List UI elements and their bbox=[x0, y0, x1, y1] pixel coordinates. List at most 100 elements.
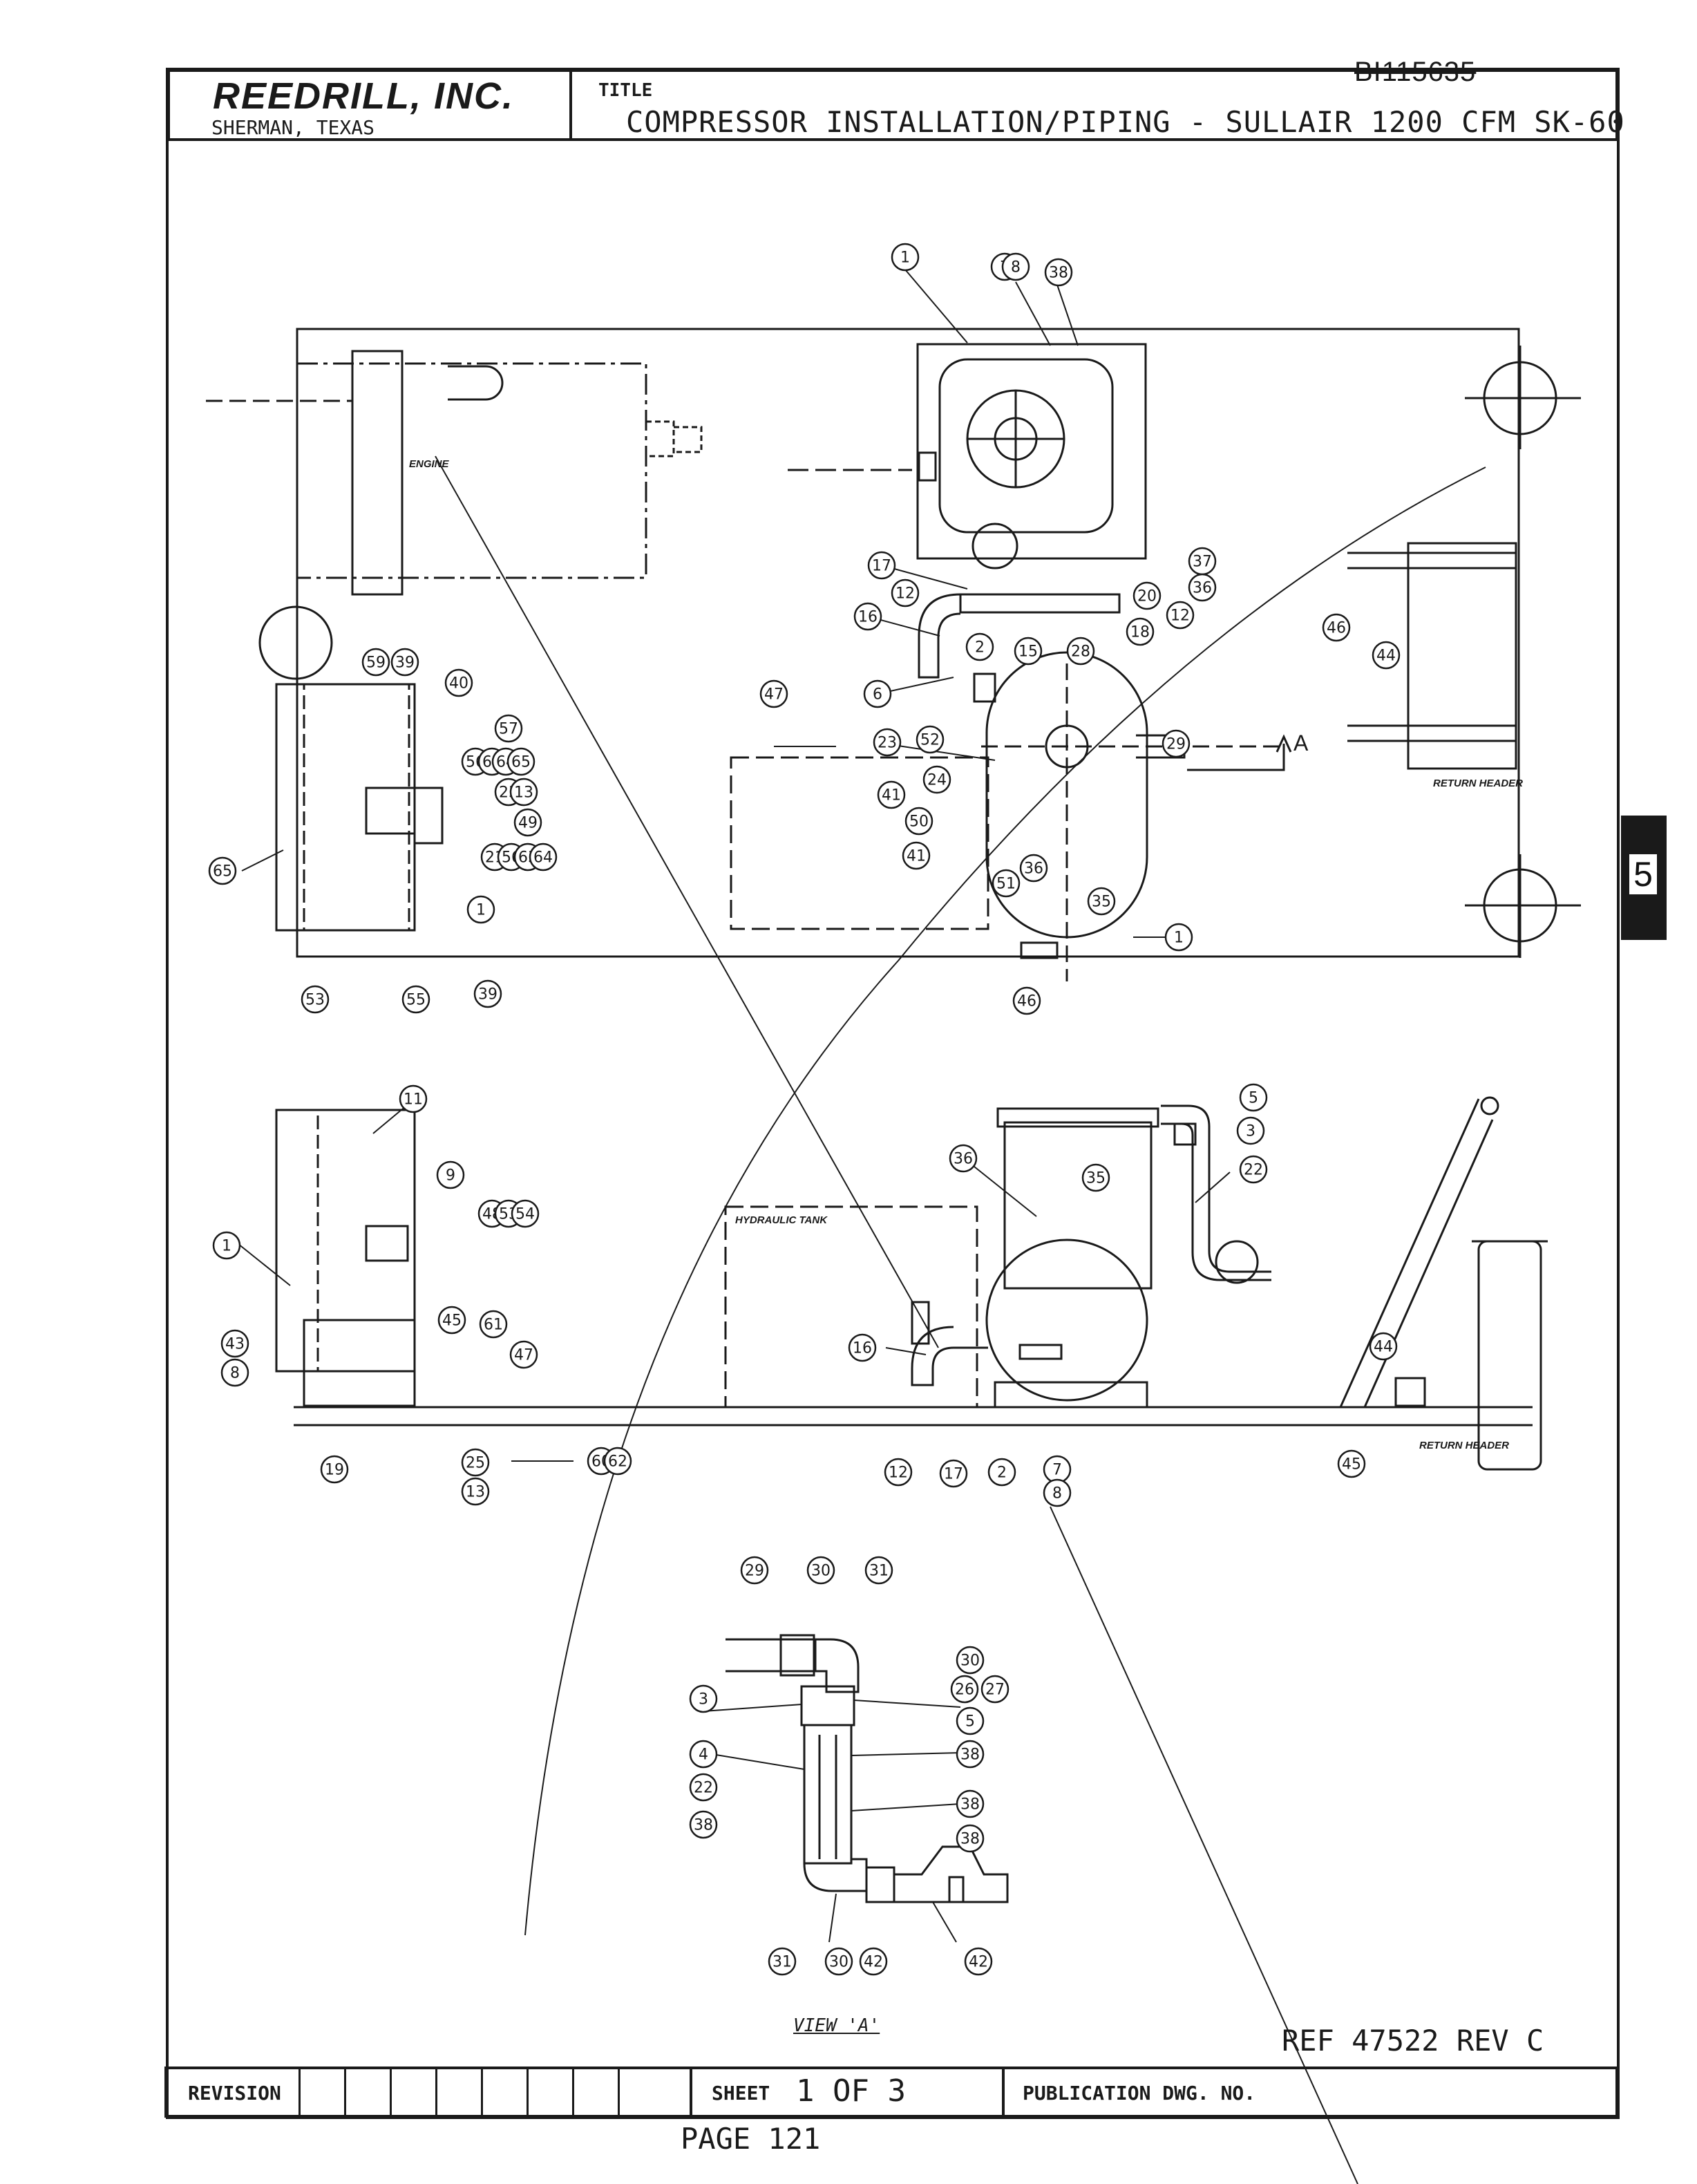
callout-bubble bbox=[1001, 252, 1030, 281]
callout-number: 38 bbox=[960, 1831, 980, 1848]
revision-box bbox=[481, 2069, 527, 2115]
callout-bubble bbox=[689, 1740, 718, 1769]
callout-bubble bbox=[956, 1789, 985, 1818]
callout-bubble bbox=[853, 602, 882, 631]
engine-fan-shaft bbox=[448, 365, 504, 401]
callout-number: 4 bbox=[699, 1747, 708, 1764]
callout-number: 5 bbox=[965, 1713, 975, 1731]
callout-bubble bbox=[1014, 637, 1043, 666]
callout-number: 1 bbox=[1174, 930, 1184, 947]
callout-bubble bbox=[884, 1458, 913, 1487]
callout-bubble bbox=[1239, 1155, 1268, 1184]
title-label: TITLE bbox=[598, 80, 653, 101]
callout-number: 38 bbox=[960, 1796, 980, 1814]
leader bbox=[241, 849, 284, 872]
callout-bubble bbox=[494, 714, 523, 743]
callout-number: 50 bbox=[909, 813, 929, 831]
callout-bubble bbox=[220, 1358, 249, 1387]
side-elevation bbox=[275, 1096, 1548, 1471]
return-header-plan bbox=[1407, 542, 1517, 770]
revision-block: REVISION SHEET 1 OF 3 PUBLICATION DWG. N… bbox=[164, 2067, 1618, 2118]
leader bbox=[932, 1901, 957, 1943]
callout-bubble bbox=[956, 1706, 985, 1735]
callout-bubble bbox=[689, 1773, 718, 1802]
callout-bubble bbox=[873, 728, 902, 757]
frame-outline bbox=[296, 328, 1520, 958]
callout-bubble bbox=[1012, 986, 1041, 1015]
section-arrow-label: A bbox=[1293, 731, 1309, 755]
callout-bubble bbox=[1066, 637, 1095, 666]
callout-number: 45 bbox=[442, 1312, 462, 1330]
callout-number: 15 bbox=[1018, 643, 1038, 661]
callout-number: 65 bbox=[511, 754, 531, 771]
compressor-airend bbox=[938, 358, 1114, 534]
riser-flange bbox=[1173, 1122, 1197, 1146]
callout-number: 49 bbox=[518, 815, 538, 832]
callout-bubble bbox=[466, 895, 495, 924]
callout-bubble bbox=[864, 1556, 893, 1585]
callout-number: 38 bbox=[1049, 265, 1068, 282]
callout-number: 44 bbox=[1376, 648, 1396, 665]
callout-number: 30 bbox=[811, 1563, 831, 1580]
callout-number: 62 bbox=[608, 1453, 627, 1471]
callout-bubble bbox=[689, 1684, 718, 1713]
callout-bubble bbox=[399, 1084, 428, 1113]
leader bbox=[851, 1752, 961, 1756]
callout-bubble bbox=[220, 1329, 249, 1358]
leader bbox=[703, 1752, 805, 1770]
callout-bubble bbox=[1188, 573, 1217, 602]
leader bbox=[703, 1704, 802, 1712]
callout-bubble bbox=[511, 1199, 540, 1228]
leader bbox=[885, 1347, 927, 1355]
callout-number: 64 bbox=[533, 849, 553, 867]
callout-bubble bbox=[950, 1675, 979, 1704]
callout-bubble bbox=[1126, 617, 1155, 646]
hydraulic-tank-plan bbox=[730, 756, 989, 930]
swing-arc-line bbox=[435, 455, 939, 1348]
callout-bubble bbox=[891, 578, 920, 608]
view-a-check-valve bbox=[893, 1845, 1009, 1903]
radiator-mount-elevation bbox=[365, 1225, 409, 1262]
sheet-number: 1 OF 3 bbox=[796, 2073, 906, 2109]
callout-number: 37 bbox=[1193, 554, 1212, 571]
callout-number: 42 bbox=[864, 1954, 883, 1971]
callout-number: 13 bbox=[514, 784, 533, 802]
return-header-note-side: RETURN HEADER bbox=[1419, 1440, 1509, 1451]
section-tab[interactable]: 5 bbox=[1621, 816, 1667, 940]
inlet-elbow bbox=[911, 1326, 988, 1386]
callout-bubble bbox=[848, 1333, 877, 1362]
callout-bubble bbox=[529, 842, 558, 872]
callout-number: 12 bbox=[895, 585, 915, 603]
page-number: PAGE 121 bbox=[681, 2122, 821, 2156]
radiator-elevation bbox=[275, 1109, 416, 1373]
leader bbox=[1195, 1171, 1231, 1203]
callout-bubble bbox=[444, 668, 473, 697]
leader bbox=[904, 269, 968, 343]
return-header-note-top: RETURN HEADER bbox=[1433, 778, 1523, 789]
riser-valve bbox=[1215, 1240, 1259, 1284]
revision-box bbox=[572, 2069, 618, 2115]
riser-pipe bbox=[1161, 1104, 1271, 1273]
callout-number: 1 bbox=[476, 902, 486, 919]
callout-bubble bbox=[390, 648, 419, 677]
callout-number: 35 bbox=[1092, 894, 1111, 911]
callout-number: 65 bbox=[213, 863, 232, 881]
callout-bubble bbox=[902, 841, 931, 870]
callout-bubble bbox=[740, 1556, 769, 1585]
engine-coupling bbox=[646, 420, 703, 458]
revision-box bbox=[390, 2069, 435, 2115]
callout-number: 3 bbox=[1246, 1123, 1255, 1140]
callout-number: 59 bbox=[366, 655, 386, 672]
compressor-body-elevation bbox=[1003, 1121, 1153, 1290]
callout-bubble bbox=[461, 1448, 490, 1477]
callout-number: 47 bbox=[764, 686, 784, 704]
revision-box bbox=[344, 2069, 390, 2115]
callout-number: 52 bbox=[920, 732, 940, 749]
view-a bbox=[726, 1634, 1009, 1903]
company-cell: REEDRILL, INC. SHERMAN, TEXAS bbox=[170, 72, 572, 139]
callout-bubble bbox=[1239, 1083, 1268, 1112]
callout-number: 57 bbox=[499, 721, 518, 738]
view-a-elbow-top bbox=[815, 1638, 860, 1693]
callout-number: 44 bbox=[1374, 1339, 1393, 1356]
